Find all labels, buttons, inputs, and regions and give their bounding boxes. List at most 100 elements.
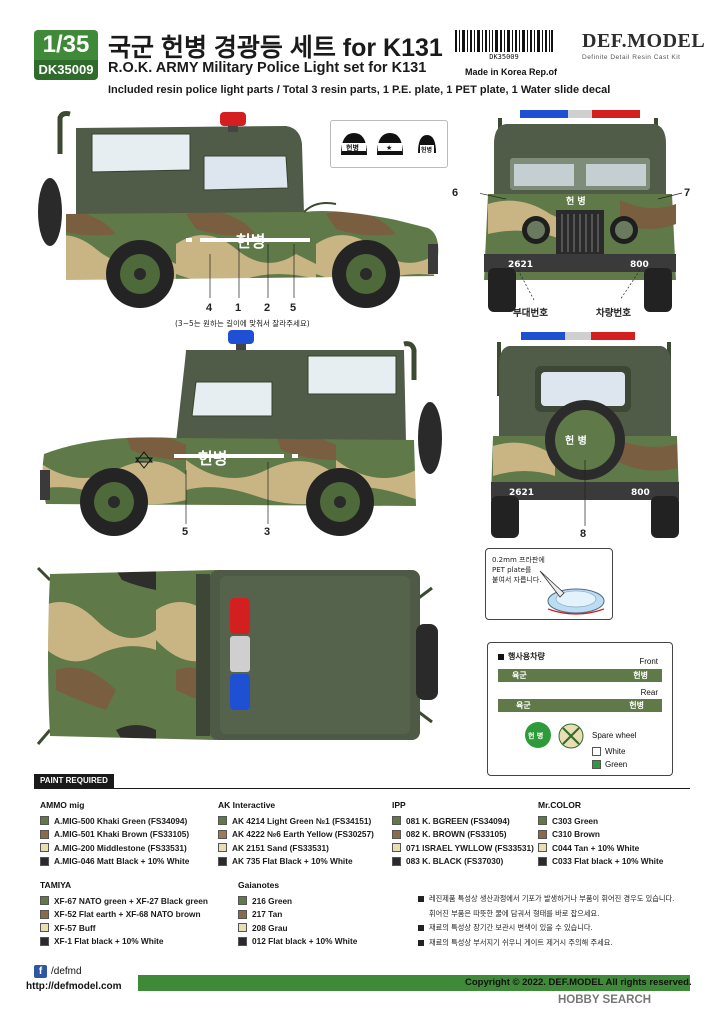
crossed-rifles-emblem-icon [558, 723, 584, 749]
rear-unit-number: 2621 [509, 488, 534, 498]
rear-strip-left: 육군 [516, 701, 531, 710]
paint-swatch [538, 829, 547, 839]
paint-item: A.MIG-501 Khaki Brown (FS33105) [40, 828, 189, 842]
brand-tagline: Definite Detail Resin Cast Kit [582, 54, 681, 61]
barcode-number: DK35009 [489, 53, 519, 61]
paint-group-ak: AK Interactive AK 4214 Light Green №1 (F… [218, 800, 374, 868]
decal-card: 행사용차량 Front 육군 헌병 Rear 육군 헌병 헌 병 Spare w… [487, 642, 673, 776]
pet-plate-note: 0.2mm 프라판에 PET plate를 붙여서 자릅니다. [485, 548, 613, 620]
paint-item: AK 2151 Sand (FS33531) [218, 841, 374, 855]
green-option: Green [592, 760, 627, 769]
rear-vehicle-number: 800 [631, 488, 650, 498]
callout-5-lower: 5 [182, 526, 189, 538]
callout-8: 8 [580, 528, 587, 540]
paint-swatch [392, 843, 401, 853]
knife-cutting-icon [539, 570, 605, 615]
white-swatch [592, 747, 601, 756]
paint-group-gaianotes: Gaianotes 216 Green 217 Tan 208 Grau 012… [238, 880, 357, 948]
callout-3: 3 [264, 526, 271, 538]
paint-item: XF-67 NATO green + XF-27 Black green [40, 894, 208, 908]
paint-item: C044 Tan + 10% White [538, 841, 663, 855]
vehicle-number-label: 차량번호 [596, 308, 631, 319]
bullet-icon [498, 653, 504, 660]
paint-swatch [40, 896, 49, 906]
paint-item: AK 4222 №6 Earth Yellow (FS30257) [218, 828, 374, 842]
page-title-english: R.O.K. ARMY Military Police Light set fo… [108, 60, 427, 76]
paint-item: AK 4214 Light Green №1 (FS34151) [218, 814, 374, 828]
paint-item: XF-52 Flat earth + XF-68 NATO brown [40, 908, 208, 922]
decal-card-header: 행사용차량 [498, 651, 545, 662]
paint-group-tamiya: TAMIYA XF-67 NATO green + XF-27 Black gr… [40, 880, 208, 948]
paint-item: 208 Grau [238, 921, 357, 935]
paint-swatch [238, 936, 247, 946]
paint-swatch [218, 816, 227, 826]
paint-swatch [218, 856, 227, 866]
rear-strip-decal: 육군 헌병 [498, 699, 662, 712]
paint-brand: AMMO mig [40, 800, 85, 810]
front-vehicle-number: 800 [630, 260, 649, 270]
paint-swatch [392, 856, 401, 866]
pet-note-line-3: 붙여서 자릅니다. [492, 576, 542, 584]
paint-brand: Mr.COLOR [538, 800, 581, 810]
svg-text:★: ★ [386, 144, 392, 152]
paint-item: AK 735 Flat Black + 10% White [218, 855, 374, 869]
star-helmet-icon: ★ [377, 133, 403, 155]
paint-swatch [40, 829, 49, 839]
pet-note-line-2: PET plate를 [492, 566, 532, 574]
front-strip-left: 육군 [512, 671, 527, 680]
callout-6: 6 [452, 187, 459, 199]
copyright-text: Copyright © 2022. DEF.MODEL All rights r… [465, 977, 692, 988]
paint-item: A.MIG-046 Matt Black + 10% White [40, 855, 189, 869]
paint-item: 081 K. BGREEN (FS34094) [392, 814, 534, 828]
jeep-side-view-right: 헌병 [38, 111, 439, 308]
caution-note: 휘어진 부품은 따뜻한 물에 담궈서 형태를 바로 잡으세요. [429, 908, 600, 918]
paint-swatch [538, 843, 547, 853]
cut-length-note: (3~5는 원하는 길이에 맞춰서 잘라주세요) [175, 319, 310, 328]
svg-text:헌병: 헌병 [346, 143, 359, 152]
product-code: DK35009 [34, 60, 98, 80]
front-label: Front [639, 657, 658, 666]
paint-swatch [238, 909, 247, 919]
paint-swatch [40, 843, 49, 853]
website-link[interactable]: http://defmodel.com [26, 981, 122, 992]
page-title-korean: 국군 헌병 경광등 세트 for K131 [108, 34, 443, 62]
barcode-icon [455, 30, 553, 52]
jeep-top-view [36, 566, 438, 745]
caution-note: 재료의 특성상 부서지기 쉬우니 게이트 제거시 주의해 주세요. [418, 936, 708, 951]
callout-7: 7 [684, 187, 691, 199]
paint-item: 083 K. BLACK (FS37030) [392, 855, 534, 869]
svg-text:헌병: 헌병 [421, 146, 432, 154]
social-handle[interactable]: /defmd [51, 966, 82, 977]
mp-helmet-icon: 헌병 [341, 133, 367, 155]
mp-emblem-icon: 헌 병 [525, 722, 551, 748]
brand-logo: DEF.MODEL [582, 30, 706, 52]
facebook-icon[interactable]: f [34, 965, 47, 978]
paint-swatch [40, 936, 49, 946]
paint-item: 217 Tan [238, 908, 357, 922]
paint-group-ipp: IPP 081 K. BGREEN (FS34094) 082 K. BROWN… [392, 800, 534, 868]
watermark-text: HOBBY SEARCH [558, 994, 652, 1006]
side-decal-text-1: 헌병 [236, 232, 265, 251]
paint-swatch [40, 816, 49, 826]
mp-cap-icon: 헌병 [418, 135, 436, 154]
bullet-icon [418, 939, 424, 946]
white-option: White [592, 747, 625, 756]
unit-number-label: 부대번호 [513, 308, 548, 319]
paint-swatch [218, 829, 227, 839]
spare-wheel-label: Spare wheel [592, 731, 637, 740]
decal-card-title: 행사용차량 [508, 652, 545, 661]
jeep-rear-view: 헌 병 2621 800 [491, 332, 679, 538]
scale-label: 1/35 [34, 30, 98, 60]
paint-swatch [538, 816, 547, 826]
bullet-icon [418, 896, 424, 902]
bullet-icon [418, 925, 424, 931]
paint-item: C033 Flat black + 10% White [538, 855, 663, 869]
front-plate-text: 헌 병 [566, 195, 586, 207]
paint-swatch [40, 856, 49, 866]
made-in-label: Made in Korea Rep.of [465, 67, 558, 77]
jeep-side-view-left: 헌병 [40, 330, 442, 536]
callout-1: 1 [235, 302, 242, 314]
spare-wheel-text: 헌 병 [565, 434, 587, 447]
included-parts-line: Included resin police light parts / Tota… [108, 84, 611, 96]
callout-5: 5 [290, 302, 297, 314]
